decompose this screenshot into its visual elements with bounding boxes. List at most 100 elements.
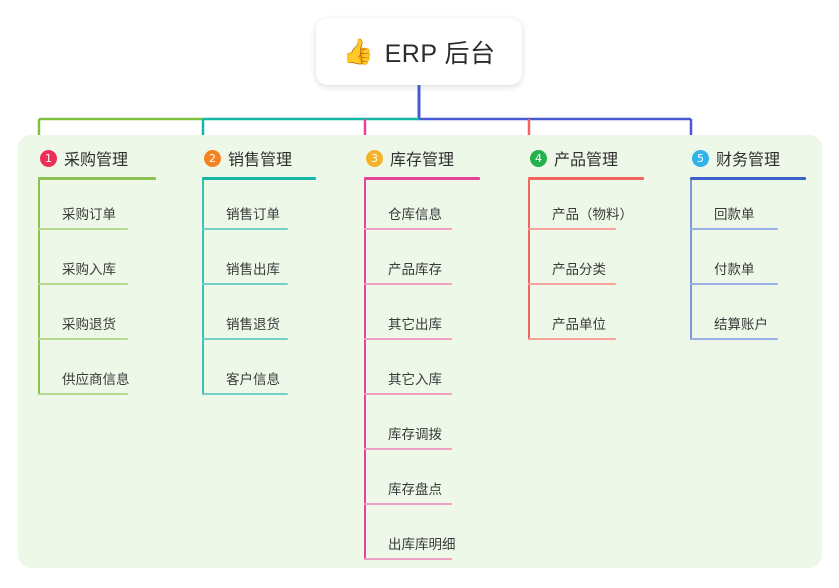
leaf-list-5: 回款单付款单结算账户 xyxy=(690,180,806,340)
leaf-item-label: 销售订单 xyxy=(226,207,280,222)
leaf-item-rule xyxy=(202,283,288,285)
leaf-item[interactable]: 其它出库 xyxy=(364,285,480,340)
branch-header-rule-1 xyxy=(38,177,156,180)
leaf-item-label: 采购订单 xyxy=(62,207,116,222)
branch-badge-4: 4 xyxy=(530,149,547,167)
leaf-item[interactable]: 销售订单 xyxy=(202,180,316,230)
leaf-item-rule xyxy=(38,283,128,285)
branch-column-2: 2 销售管理销售订单销售出库销售退货客户信息 xyxy=(202,145,316,395)
branch-column-4: 4 产品管理产品（物料） 产品分类产品单位 xyxy=(528,145,644,340)
leaf-item[interactable]: 回款单 xyxy=(690,180,806,230)
branch-title-4: 产品管理 xyxy=(554,152,619,169)
leaf-item-label: 产品（物料） xyxy=(552,207,633,222)
branch-spine-1 xyxy=(38,180,40,395)
leaf-item-label: 产品库存 xyxy=(388,262,442,277)
branch-header-rule-2 xyxy=(202,177,316,180)
leaf-item-label: 采购入库 xyxy=(62,262,116,277)
leaf-item-label: 供应商信息 xyxy=(62,372,130,387)
leaf-list-2: 销售订单销售出库销售退货客户信息 xyxy=(202,180,316,395)
branch-header-rule-4 xyxy=(528,177,644,180)
leaf-item-rule xyxy=(528,338,616,340)
branch-title-5: 财务管理 xyxy=(716,152,781,169)
leaf-item-rule xyxy=(364,503,452,505)
leaf-item-label: 出库库明细 xyxy=(388,537,456,552)
leaf-item-rule xyxy=(364,558,452,560)
branch-spine-4 xyxy=(528,180,530,340)
leaf-item[interactable]: 库存调拨 xyxy=(364,395,480,450)
leaf-item-rule xyxy=(690,338,778,340)
leaf-item-rule xyxy=(690,283,778,285)
branch-title-1: 采购管理 xyxy=(64,152,129,169)
branch-badge-5: 5 xyxy=(692,149,709,167)
leaf-item-label: 仓库信息 xyxy=(388,207,442,222)
leaf-item-rule xyxy=(690,228,778,230)
leaf-item[interactable]: 销售退货 xyxy=(202,285,316,340)
leaf-item[interactable]: 产品（物料） xyxy=(528,180,644,230)
leaf-item-rule xyxy=(38,338,128,340)
leaf-item[interactable]: 客户信息 xyxy=(202,340,316,395)
branch-title-3: 库存管理 xyxy=(390,152,455,169)
leaf-item-rule xyxy=(364,338,452,340)
leaf-item[interactable]: 出库库明细 xyxy=(364,505,480,560)
leaf-item[interactable]: 产品分类 xyxy=(528,230,644,285)
leaf-item[interactable]: 供应商信息 xyxy=(38,340,156,395)
leaf-item-rule xyxy=(364,393,452,395)
leaf-item-label: 回款单 xyxy=(714,207,755,222)
leaf-item-label: 其它出库 xyxy=(388,317,442,332)
branch-header-3[interactable]: 3 库存管理 xyxy=(364,145,480,171)
leaf-item-rule xyxy=(364,283,452,285)
leaf-item-rule xyxy=(202,338,288,340)
leaf-item-rule xyxy=(38,228,128,230)
leaf-list-1: 采购订单采购入库采购退货供应商信息 xyxy=(38,180,156,395)
branch-column-1: 1 采购管理采购订单采购入库采购退货供应商信息 xyxy=(38,145,156,395)
branch-column-5: 5 财务管理回款单付款单结算账户 xyxy=(690,145,806,340)
leaf-item-label: 付款单 xyxy=(714,262,755,277)
thumbs-up-icon: 👍 xyxy=(342,37,374,66)
leaf-item[interactable]: 产品库存 xyxy=(364,230,480,285)
root-node-card[interactable]: 👍 ERP 后台 xyxy=(316,18,522,85)
leaf-list-3: 仓库信息产品库存其它出库其它入库库存调拨库存盘点出库库明细 xyxy=(364,180,480,560)
branch-header-5[interactable]: 5 财务管理 xyxy=(690,145,806,171)
branch-badge-2: 2 xyxy=(204,149,221,167)
leaf-item[interactable]: 采购退货 xyxy=(38,285,156,340)
leaf-item-label: 销售出库 xyxy=(226,262,280,277)
leaf-item-rule xyxy=(364,448,452,450)
leaf-item[interactable]: 仓库信息 xyxy=(364,180,480,230)
leaf-item-label: 采购退货 xyxy=(62,317,116,332)
leaf-item[interactable]: 库存盘点 xyxy=(364,450,480,505)
leaf-item[interactable]: 采购入库 xyxy=(38,230,156,285)
branches-panel: 1 采购管理采购订单采购入库采购退货供应商信息 2 销售管理销售订单销售出库销售退货客… xyxy=(18,135,822,568)
branch-spine-2 xyxy=(202,180,204,395)
leaf-item-rule xyxy=(202,228,288,230)
leaf-item[interactable]: 付款单 xyxy=(690,230,806,285)
leaf-item-label: 产品单位 xyxy=(552,317,606,332)
leaf-item-label: 客户信息 xyxy=(226,372,280,387)
leaf-item-rule xyxy=(202,393,288,395)
leaf-item[interactable]: 销售出库 xyxy=(202,230,316,285)
branch-spine-3 xyxy=(364,180,366,560)
branch-badge-3: 3 xyxy=(366,149,383,167)
leaf-item-label: 结算账户 xyxy=(714,317,768,332)
leaf-item-rule xyxy=(528,228,616,230)
leaf-item-rule xyxy=(38,393,128,395)
branch-header-1[interactable]: 1 采购管理 xyxy=(38,145,156,171)
leaf-item-label: 其它入库 xyxy=(388,372,442,387)
leaf-item[interactable]: 结算账户 xyxy=(690,285,806,340)
branch-header-rule-3 xyxy=(364,177,480,180)
leaf-item-label: 库存调拨 xyxy=(388,427,442,442)
leaf-item-label: 产品分类 xyxy=(552,262,606,277)
leaf-item-rule xyxy=(364,228,452,230)
branch-badge-1: 1 xyxy=(40,149,57,167)
leaf-item-rule xyxy=(528,283,616,285)
branch-header-2[interactable]: 2 销售管理 xyxy=(202,145,316,171)
leaf-item[interactable]: 产品单位 xyxy=(528,285,644,340)
leaf-list-4: 产品（物料） 产品分类产品单位 xyxy=(528,180,644,340)
leaf-item-label: 销售退货 xyxy=(226,317,280,332)
leaf-item[interactable]: 其它入库 xyxy=(364,340,480,395)
branch-title-2: 销售管理 xyxy=(228,152,293,169)
leaf-item[interactable]: 采购订单 xyxy=(38,180,156,230)
branch-header-rule-5 xyxy=(690,177,806,180)
branch-header-4[interactable]: 4 产品管理 xyxy=(528,145,644,171)
branch-column-3: 3 库存管理仓库信息产品库存其它出库其它入库库存调拨库存盘点出库库明细 xyxy=(364,145,480,560)
branch-spine-5 xyxy=(690,180,692,340)
